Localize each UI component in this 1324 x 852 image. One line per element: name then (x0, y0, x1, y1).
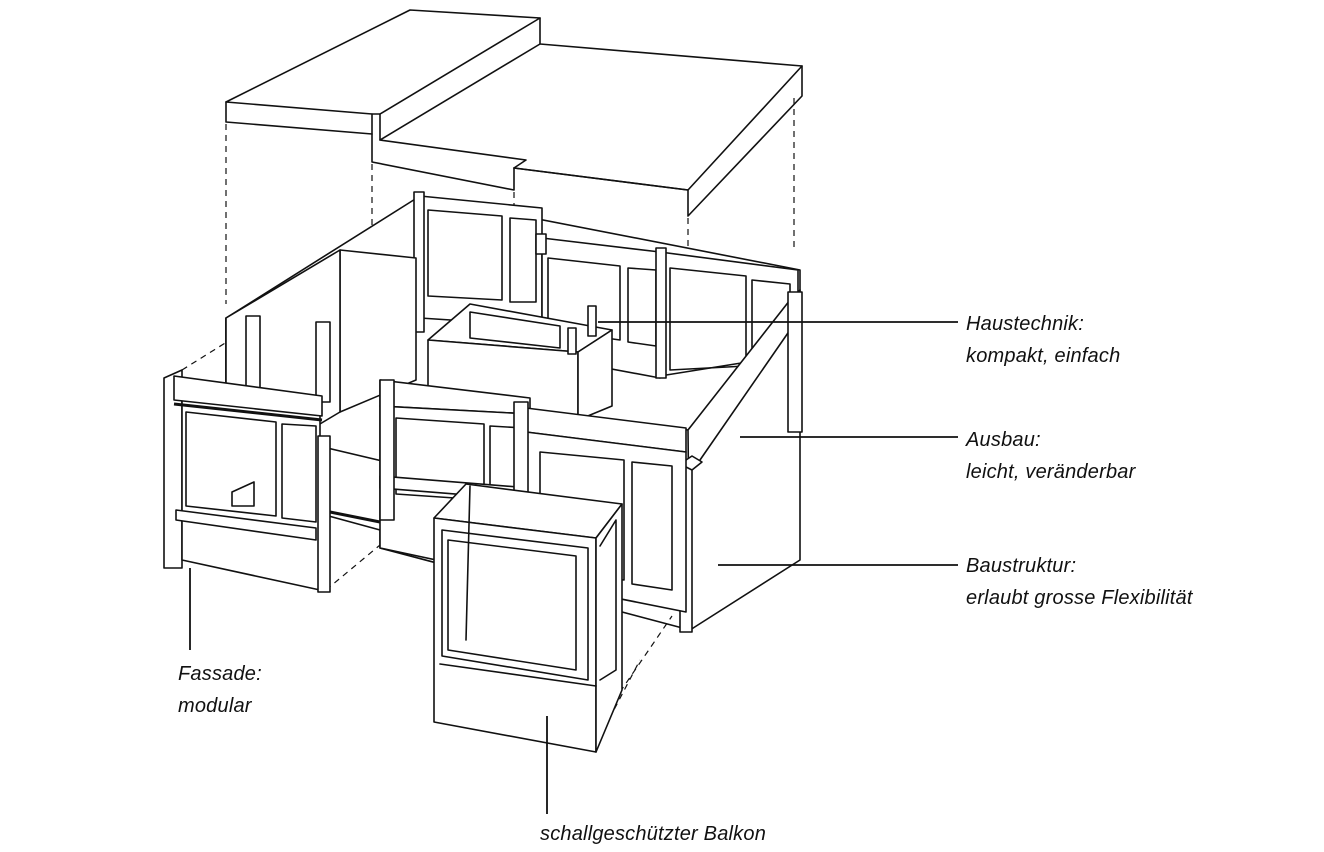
roof-slab (225, 9, 803, 217)
callout-haustechnik-desc: kompakt, einfach (966, 345, 1121, 367)
callout-ausbau-desc: leicht, veränderbar (966, 461, 1136, 483)
callout-ausbau-title: Ausbau: (966, 429, 1041, 451)
callout-baustruktur-title: Baustruktur: (966, 555, 1077, 577)
callout-baustruktur-desc: erlaubt grosse Flexibilität (966, 587, 1193, 609)
callout-fassade-desc: modular (178, 695, 252, 717)
callout-fassade-title: Fassade: (178, 663, 262, 685)
balcony-module (433, 483, 623, 753)
callout-balkon-title: schallgeschützter Balkon (540, 823, 767, 845)
callout-haustechnik: Haustechnik: kompakt, einfach (966, 308, 1120, 372)
leader-lines (189, 321, 958, 814)
front-facade-left (163, 369, 331, 593)
callout-ausbau: Ausbau: leicht, veränderbar (966, 424, 1135, 488)
callout-balkon: schallgeschützter Balkon (540, 818, 766, 850)
callout-fassade: Fassade: modular (178, 658, 262, 722)
callout-haustechnik-title: Haustechnik: (966, 313, 1085, 335)
callout-baustruktur: Baustruktur: erlaubt grosse Flexibilität (966, 550, 1193, 614)
